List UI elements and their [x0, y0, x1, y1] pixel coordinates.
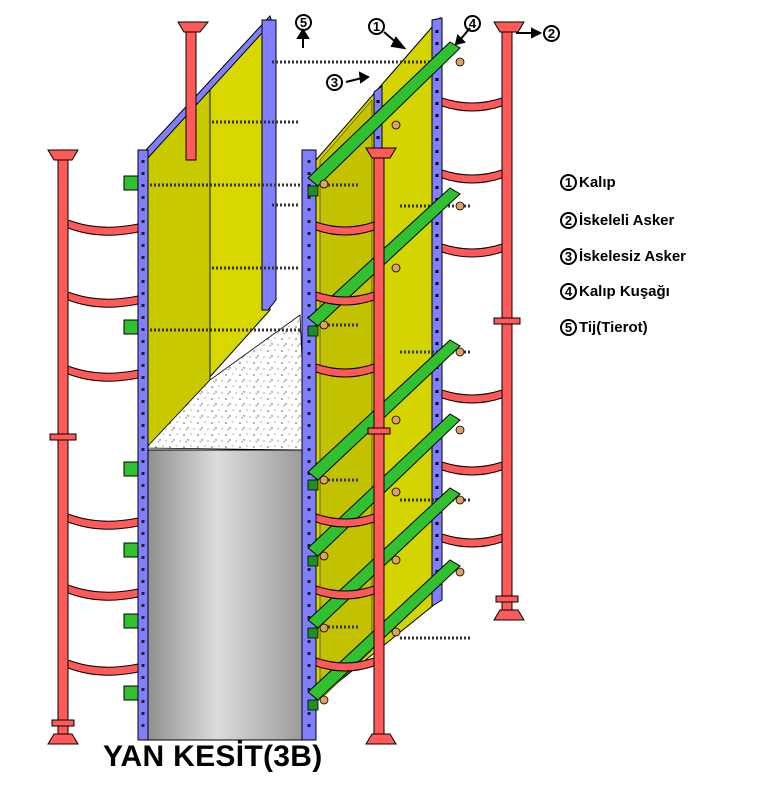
walers-left — [123, 175, 139, 701]
middle-prop — [315, 147, 397, 745]
front-left-frame — [137, 149, 149, 741]
diagram-title: YAN KESİT(3B) — [103, 740, 323, 773]
right-prop — [441, 21, 525, 621]
back-left-frame — [137, 15, 277, 311]
legend-item-kalip-kusagi: 4 Kalıp Kuşağı — [560, 279, 670, 303]
legend-item-iskeleli-asker: 2 İskeleli Asker — [560, 208, 674, 232]
legend-item-tij: 5 Tij(Tierot) — [560, 315, 648, 339]
legend-item-iskelesiz-asker: 3 İskelesiz Asker — [560, 244, 686, 268]
callout-2: 2 — [543, 25, 560, 42]
callout-5: 5 — [295, 14, 312, 31]
callout-1: 1 — [368, 18, 385, 35]
callout-4: 4 — [464, 15, 481, 32]
legend-item-kalip: 1 Kalıp — [560, 170, 616, 194]
front-right-frame — [301, 149, 317, 741]
concrete-top-surface — [145, 314, 307, 451]
concrete-column — [145, 449, 305, 741]
back-left-prop — [177, 21, 210, 161]
tie-nuts — [319, 57, 465, 705]
callout-3: 3 — [326, 74, 343, 91]
left-prop — [47, 149, 139, 745]
